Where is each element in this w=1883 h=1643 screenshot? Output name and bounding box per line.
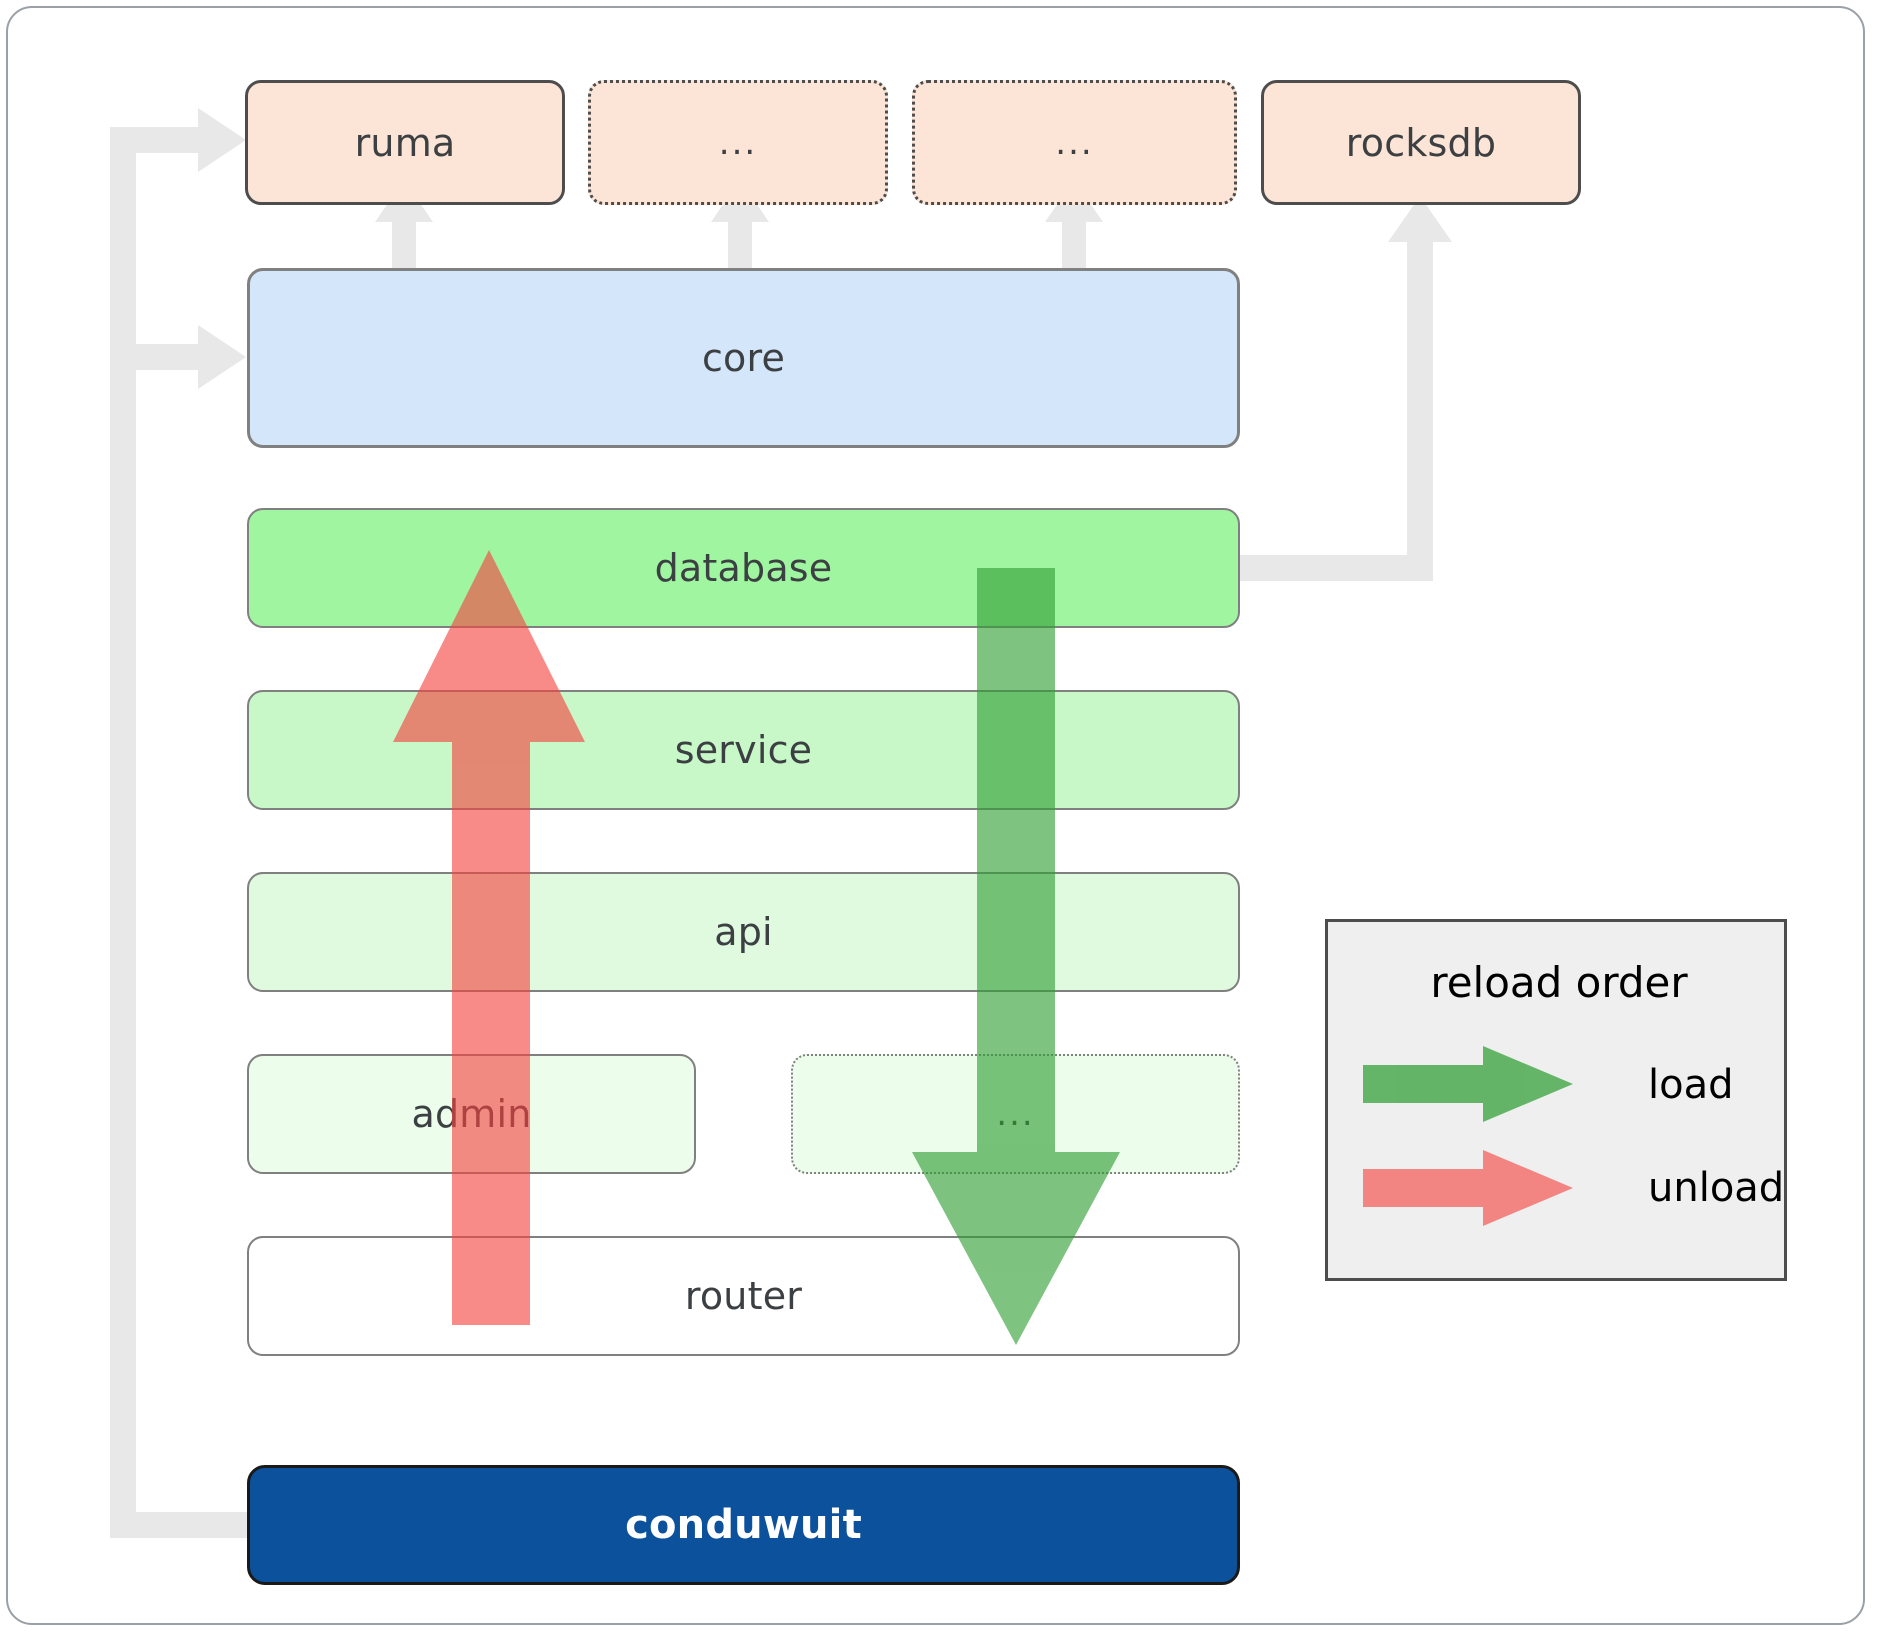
layer-box-api[interactable]: api [247,872,1240,992]
legend-label-unload: unload [1648,1165,1785,1211]
layer-label-service: service [674,728,813,772]
package-label-ellipsis-2: ... [1055,122,1094,163]
legend-load-arrow [1363,1046,1573,1122]
legend-label-load: load [1648,1062,1734,1108]
package-label-rocksdb: rocksdb [1345,120,1497,165]
layer-box-core[interactable]: core [247,268,1240,448]
layer-box-ellipsis[interactable]: ... [791,1054,1240,1174]
layer-box-router[interactable]: router [247,1236,1240,1356]
layer-box-service[interactable]: service [247,690,1240,810]
layer-label-database: database [654,546,833,590]
layer-label-ellipsis: ... [996,1094,1035,1134]
legend-title: reload order [1430,958,1688,1007]
diagram-frame [6,6,1865,1625]
layer-label-api: api [714,910,773,954]
package-label-ruma: ruma [354,120,456,165]
app-box-conduwuit[interactable]: conduwuit [247,1465,1240,1585]
layer-box-database[interactable]: database [247,508,1240,628]
package-box-ellipsis-1[interactable]: ... [588,80,888,205]
legend-box: reload order load unload [1325,919,1787,1281]
layer-label-core: core [701,336,786,380]
package-box-ruma[interactable]: ruma [245,80,565,205]
app-label-conduwuit: conduwuit [625,1502,862,1548]
package-box-ellipsis-2[interactable]: ... [912,80,1237,205]
layer-label-admin: admin [411,1092,532,1136]
package-label-ellipsis-1: ... [718,122,758,163]
legend-unload-arrow [1363,1150,1573,1226]
package-box-rocksdb[interactable]: rocksdb [1261,80,1581,205]
layer-box-admin[interactable]: admin [247,1054,696,1174]
legend-arrows [1363,1046,1573,1226]
layer-label-router: router [684,1274,803,1318]
